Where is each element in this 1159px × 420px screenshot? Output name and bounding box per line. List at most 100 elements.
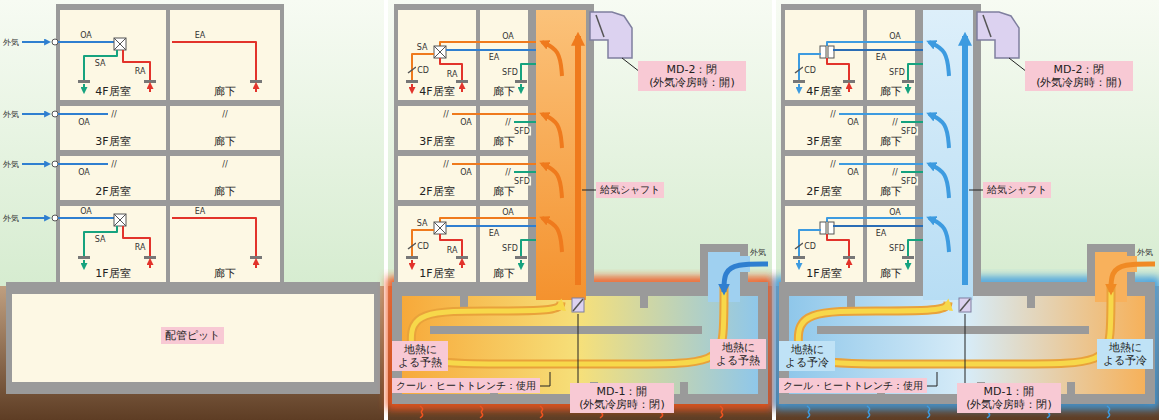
trench-baffle [817, 326, 1089, 334]
callout-text: クール・ヒートトレンチ：使用 [783, 380, 923, 391]
outside-air-arrow [22, 163, 49, 165]
callout-box: 地熱に よる予冷 [1097, 339, 1153, 369]
room-fill [785, 106, 863, 150]
air-arrow [848, 260, 850, 268]
damper-blade [960, 299, 970, 311]
heat-exchanger [114, 214, 126, 226]
duct-line [58, 163, 108, 165]
diffuser [456, 256, 468, 259]
duct-line [799, 54, 821, 80]
duct-line [514, 121, 536, 123]
room-fill [785, 156, 863, 200]
air-arrow [255, 84, 257, 92]
diffuser [843, 256, 855, 259]
room-box: 4F居室 [398, 10, 476, 100]
room-box: 4F居室 [60, 10, 166, 100]
air-arrow [149, 84, 151, 92]
duct-line [412, 54, 434, 80]
room-fill [785, 10, 863, 100]
callout-box: 地熱に よる予熱 [710, 339, 766, 369]
duct-line [827, 234, 849, 256]
duct-label: RA [134, 67, 147, 76]
room-name: 3F居室 [804, 136, 843, 149]
duct-label: EA [194, 207, 207, 216]
air-arrow [520, 84, 522, 92]
duct-line [412, 230, 434, 256]
damper-blade [573, 299, 583, 311]
trench-pier [847, 296, 855, 308]
duct-line [172, 218, 256, 256]
duct-line [123, 226, 150, 256]
diffuser [515, 80, 527, 83]
outside-air-arrow [724, 264, 768, 292]
heat-wave [480, 406, 483, 418]
duct-label: CD [803, 242, 817, 251]
callout-box: MD-1：開 (外気冷房時：閉) [957, 383, 1061, 413]
duct-line [440, 234, 462, 256]
duct-label: RA [446, 70, 459, 79]
callout-text: 地熱に よる予熱 [396, 343, 444, 369]
heat-wave [540, 406, 543, 418]
louver [52, 161, 58, 167]
duct-label: SFD [888, 68, 906, 77]
room-name: 2F居室 [93, 186, 132, 199]
heat-exchanger [114, 38, 126, 50]
trench-pier [680, 382, 688, 394]
duct-line [58, 41, 114, 43]
air-arrow [929, 164, 949, 198]
duct-label: RA [134, 243, 147, 252]
duct-label: 外気 [1136, 248, 1154, 257]
room-name: 廊下 [878, 186, 904, 199]
heat-exchanger [114, 214, 126, 226]
room-fill [398, 10, 476, 100]
callout-text: 地熱に よる予冷 [783, 343, 831, 369]
duct-label: OA [79, 31, 93, 40]
leader-line [578, 314, 579, 386]
duct-label: // [221, 110, 228, 119]
duct-line [827, 218, 923, 222]
duct-label: OA [501, 208, 515, 217]
room-name: 4F居室 [417, 86, 456, 99]
damper-duct [590, 12, 632, 58]
heat-exchanger [434, 46, 446, 58]
callout-box: 地熱に よる予冷 [779, 341, 835, 371]
outside-air-arrow [22, 113, 49, 115]
duct-label: SA [416, 43, 429, 52]
louver [52, 111, 58, 117]
air-arrow [83, 84, 85, 92]
room-name: 廊下 [212, 86, 238, 99]
air-path [411, 286, 724, 364]
room-name: 1F居室 [417, 268, 456, 281]
air-arrow [962, 36, 968, 285]
air-arrow [83, 260, 85, 268]
callout-box: 給気シャフト [983, 182, 1051, 198]
room-name: 廊下 [491, 136, 517, 149]
diffuser [793, 256, 805, 259]
air-arrow [520, 260, 522, 268]
air-arrow [798, 260, 800, 268]
damper-duct [977, 12, 1019, 58]
air-arrow [798, 84, 800, 92]
leader-line [965, 314, 966, 386]
air-arrow [542, 164, 562, 198]
louver [52, 39, 58, 45]
room-name: 廊下 [491, 86, 517, 99]
duct-line [446, 225, 536, 227]
diffuser [250, 256, 262, 259]
damper-blade [596, 15, 604, 37]
duct-label: SFD [888, 244, 906, 253]
air-path [798, 286, 1111, 364]
duct-label: EA [194, 31, 207, 40]
duct-line [908, 240, 923, 256]
duct-line [827, 58, 849, 80]
supply-shaft [923, 10, 973, 300]
room-box: 1F居室 [60, 206, 166, 282]
room-name: 廊下 [212, 186, 238, 199]
diffuser [902, 80, 914, 83]
heat-wave [1107, 406, 1110, 418]
air-arrow [542, 218, 562, 252]
diffuser [793, 80, 805, 83]
